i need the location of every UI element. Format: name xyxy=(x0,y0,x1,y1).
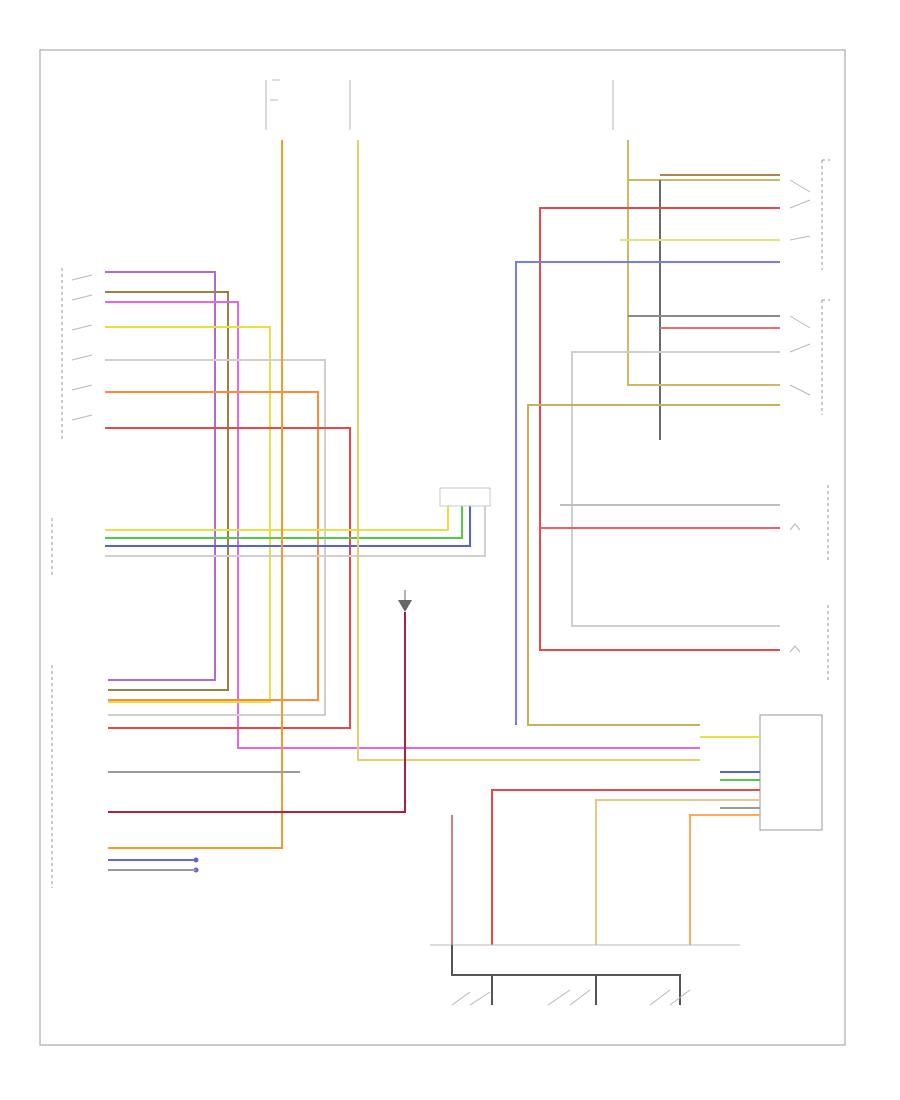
passenger-window-switch-rear xyxy=(789,299,830,415)
diagram-frame xyxy=(39,49,846,1046)
fuse-block-left xyxy=(265,79,280,130)
seat-ground-bus xyxy=(430,815,740,946)
wire-brown-driver xyxy=(105,291,229,691)
passenger-door-lock-motor xyxy=(789,485,829,680)
wire-yellow-bus xyxy=(105,506,449,531)
wire-black-seat xyxy=(451,945,681,1005)
bus-splice-connector xyxy=(439,487,491,507)
fuse-right-verticals xyxy=(627,140,780,440)
wire-tan-seat-1 xyxy=(595,799,760,945)
wire-red-driver xyxy=(105,427,351,729)
wire-khaki-fuse-center xyxy=(357,140,700,761)
wire-white-right xyxy=(571,351,780,627)
wire-yellow-driver xyxy=(105,326,271,703)
wire-green-bus xyxy=(105,506,463,539)
wire-dark-red-ground xyxy=(108,612,406,813)
wire-blue-right xyxy=(515,261,780,725)
wire-red-seat xyxy=(491,789,760,945)
wire-khaki-right-2 xyxy=(527,404,780,726)
wire-red-right xyxy=(539,207,780,651)
passenger-window-switch-front xyxy=(789,159,830,270)
wire-orange-fuse-left xyxy=(108,140,283,849)
driver-window-switch xyxy=(61,268,93,440)
wire-pink-driver xyxy=(105,301,700,749)
wire-purple-driver xyxy=(105,271,216,681)
wire-white-bus xyxy=(105,506,486,557)
wire-blue-bus xyxy=(105,506,471,547)
ground-point xyxy=(398,590,412,612)
seat-switches xyxy=(451,989,691,1006)
wire-orange-seat xyxy=(689,814,760,945)
body-processor-module xyxy=(759,714,823,831)
